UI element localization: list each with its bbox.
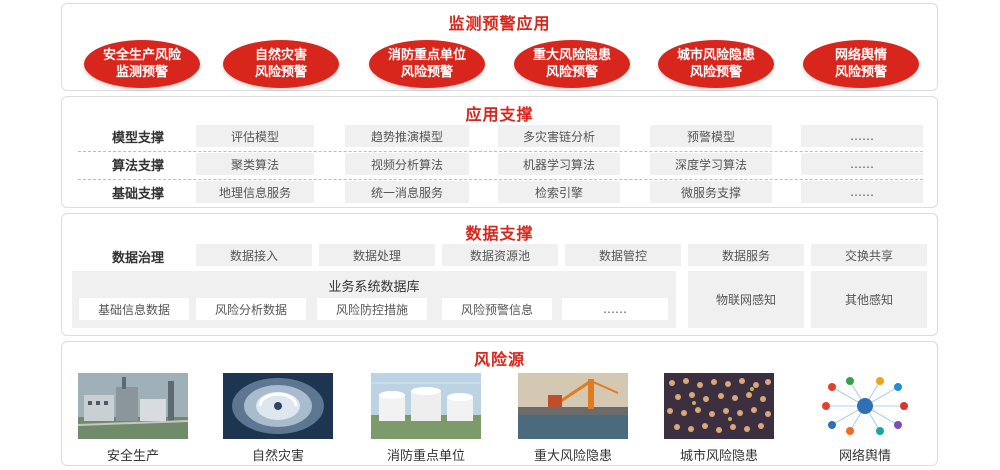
- oval-line2: 监测预警: [115, 65, 168, 80]
- foundation-cell[interactable]: 微服务支撑: [650, 181, 772, 203]
- business-db-cell[interactable]: 基础信息数据: [79, 298, 189, 320]
- oval-line2: 风险预警: [545, 65, 598, 80]
- row-label-algorithm: 算法支撑: [111, 159, 164, 174]
- algorithm-cell[interactable]: 视频分析算法: [345, 153, 469, 175]
- algorithm-cell[interactable]: 聚类算法: [196, 153, 314, 175]
- data-support-title: 数据支撑: [465, 224, 534, 243]
- oval-line1: 重大风险隐患: [532, 48, 611, 63]
- business-database-title: 业务系统数据库: [328, 280, 420, 295]
- governance-cell[interactable]: 交换共享: [811, 244, 927, 266]
- governance-cell[interactable]: 数据资源池: [442, 244, 558, 266]
- oval-line2: 风险预警: [834, 65, 887, 80]
- oval-line1: 消防重点单位: [387, 48, 466, 63]
- risk-source-label: 安全生产: [106, 449, 159, 464]
- risk-source-label: 自然灾害: [251, 449, 304, 464]
- governance-cell[interactable]: 数据服务: [688, 244, 804, 266]
- app-support-title: 应用支撑: [465, 105, 534, 124]
- crowd-image: [664, 373, 774, 439]
- monitoring-title: 监测预警应用: [448, 14, 551, 33]
- oval-line1: 自然灾害: [254, 48, 307, 63]
- model-cell[interactable]: 预警模型: [650, 125, 772, 147]
- monitoring-oval-major[interactable]: 重大风险隐患风险预警: [514, 40, 630, 88]
- business-database-box: 业务系统数据库 基础信息数据 风险分析数据 风险防控措施 风险预警信息 ……: [72, 271, 676, 328]
- monitoring-panel: 监测预警应用 安全生产风险监测预警 自然灾害风险预警 消防重点单位风险预警 重大…: [61, 3, 938, 91]
- model-cell-more[interactable]: ……: [801, 125, 923, 147]
- row-divider: [78, 179, 923, 180]
- row-label-governance: 数据治理: [111, 251, 164, 266]
- risk-sources-title: 风险源: [473, 350, 525, 369]
- oval-line1: 城市风险隐患: [676, 48, 755, 63]
- app-support-panel: 应用支撑 模型支撑 评估模型 趋势推演模型 多灾害链分析 预警模型 …… 算法支…: [61, 96, 938, 208]
- governance-cell[interactable]: 数据管控: [565, 244, 681, 266]
- algorithm-cell[interactable]: 深度学习算法: [650, 153, 772, 175]
- algorithm-cell[interactable]: 机器学习算法: [498, 153, 620, 175]
- business-db-cell[interactable]: 风险分析数据: [196, 298, 306, 320]
- governance-cell[interactable]: 数据处理: [319, 244, 435, 266]
- risk-source-label: 城市风险隐患: [679, 449, 758, 464]
- monitoring-oval-safety[interactable]: 安全生产风险监测预警: [84, 40, 200, 88]
- business-db-cell[interactable]: 风险防控措施: [317, 298, 427, 320]
- typhoon-satellite-image: [223, 373, 333, 439]
- governance-cell[interactable]: 数据接入: [196, 244, 312, 266]
- monitoring-oval-natural[interactable]: 自然灾害风险预警: [223, 40, 339, 88]
- bridge-construction-image: [518, 373, 628, 439]
- risk-source-label: 重大风险隐患: [533, 449, 612, 464]
- foundation-cell[interactable]: 检索引擎: [498, 181, 620, 203]
- oval-line1: 网络舆情: [834, 48, 887, 63]
- risk-sources-panel: 风险源 安全生产 自然灾害: [61, 341, 938, 466]
- oval-line2: 风险预警: [400, 65, 453, 80]
- business-db-cell[interactable]: 风险预警信息: [442, 298, 552, 320]
- oval-line2: 风险预警: [689, 65, 742, 80]
- monitoring-oval-fire[interactable]: 消防重点单位风险预警: [369, 40, 485, 88]
- oil-storage-tanks-image: [371, 373, 481, 439]
- row-label-foundation: 基础支撑: [111, 187, 164, 202]
- industrial-plant-image: [78, 373, 188, 439]
- risk-source-label: 消防重点单位: [386, 449, 465, 464]
- foundation-cell-more[interactable]: ……: [801, 181, 923, 203]
- foundation-cell[interactable]: 地理信息服务: [196, 181, 314, 203]
- oval-line2: 风险预警: [254, 65, 307, 80]
- model-cell[interactable]: 评估模型: [196, 125, 314, 147]
- monitoring-oval-opinion[interactable]: 网络舆情风险预警: [803, 40, 919, 88]
- algorithm-cell-more[interactable]: ……: [801, 153, 923, 175]
- network-icons-cluster-image: [810, 373, 920, 439]
- business-db-cell-more[interactable]: ……: [562, 298, 668, 320]
- row-divider: [78, 151, 923, 152]
- data-support-panel: 数据支撑 数据治理 数据接入 数据处理 数据资源池 数据管控 数据服务 交换共享…: [61, 213, 938, 336]
- row-label-model: 模型支撑: [111, 131, 164, 146]
- model-cell[interactable]: 趋势推演模型: [345, 125, 469, 147]
- iot-sensing-cell[interactable]: 物联网感知: [688, 271, 804, 328]
- other-sensing-cell[interactable]: 其他感知: [811, 271, 927, 328]
- oval-line1: 安全生产风险: [102, 48, 181, 63]
- foundation-cell[interactable]: 统一消息服务: [345, 181, 469, 203]
- model-cell[interactable]: 多灾害链分析: [498, 125, 620, 147]
- monitoring-oval-city[interactable]: 城市风险隐患风险预警: [658, 40, 774, 88]
- risk-source-label: 网络舆情: [838, 449, 891, 464]
